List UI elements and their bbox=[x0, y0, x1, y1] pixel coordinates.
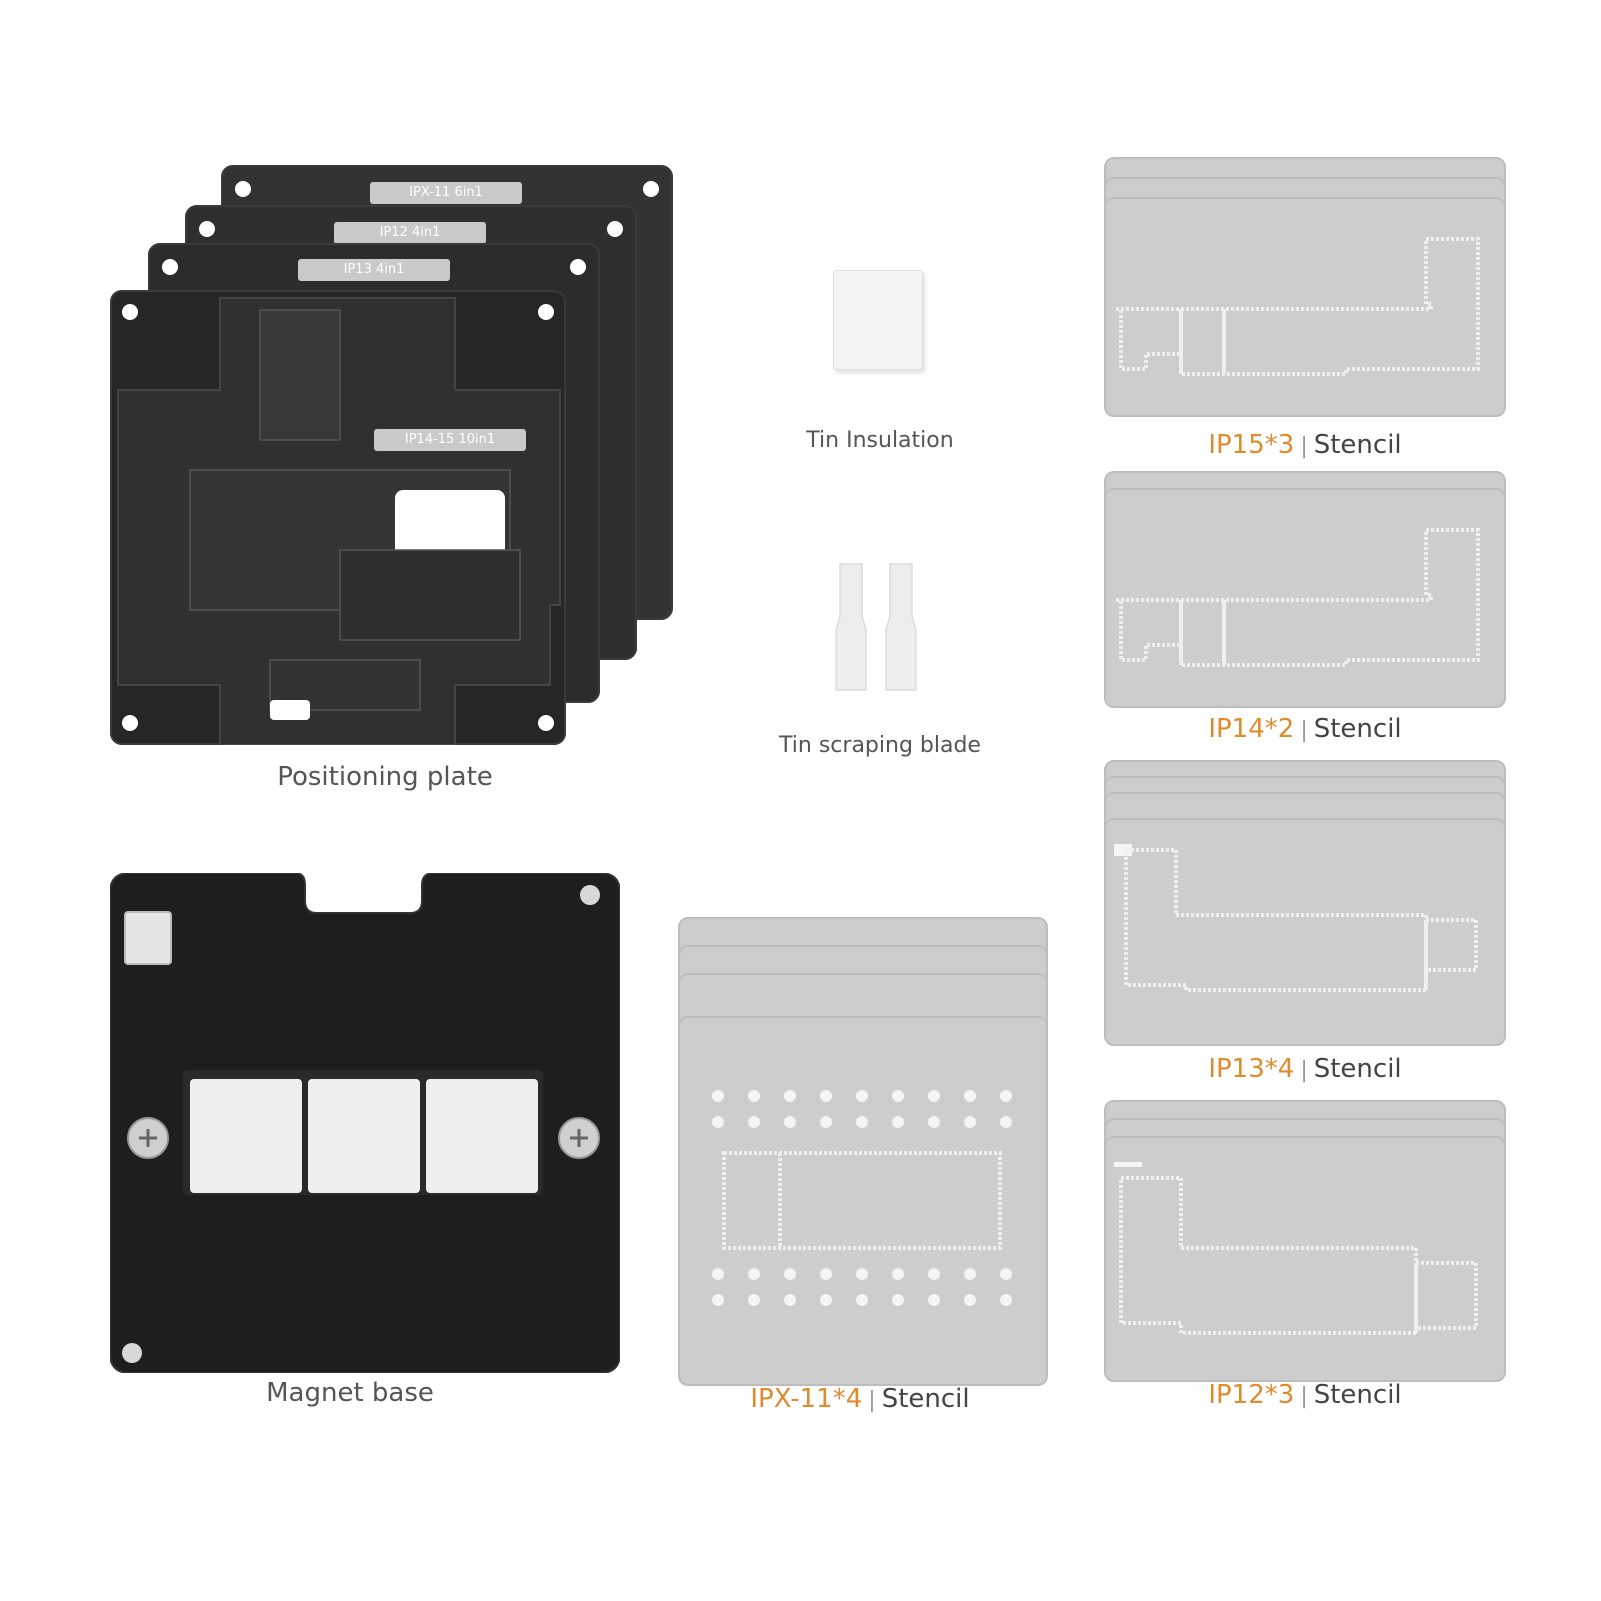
stencil-model: IPX-11*4 bbox=[750, 1384, 863, 1414]
magnet-base-caption: Magnet base bbox=[266, 1378, 434, 1408]
stencil-pattern bbox=[1114, 844, 1478, 992]
positioning-plate-caption: Positioning plate bbox=[277, 762, 493, 792]
plate-label-ip12: IP12 4in1 bbox=[334, 222, 486, 244]
stencil-separator: | bbox=[1300, 1384, 1308, 1409]
plate-hole bbox=[199, 221, 215, 237]
plate-hole bbox=[538, 715, 554, 731]
stencil-sheet bbox=[1104, 818, 1506, 1046]
stencil-label: Stencil bbox=[1313, 714, 1402, 744]
stencil-pattern bbox=[1116, 528, 1480, 667]
plate-hole bbox=[570, 259, 586, 275]
plate-label-ip13: IP13 4in1 bbox=[298, 259, 450, 281]
screw-icon bbox=[127, 1117, 169, 1159]
stencil-caption-ip13: IP13*4|Stencil bbox=[1145, 1054, 1465, 1084]
stencil-separator: | bbox=[868, 1388, 876, 1413]
tin-blade-caption: Tin scraping blade bbox=[779, 733, 981, 758]
stencil-caption-ip14: IP14*2|Stencil bbox=[1145, 714, 1465, 744]
screw-icon bbox=[558, 1117, 600, 1159]
stencil-caption-ip12: IP12*3|Stencil bbox=[1145, 1380, 1465, 1410]
plate-hole bbox=[607, 221, 623, 237]
plate-hole bbox=[162, 259, 178, 275]
stencil-label: Stencil bbox=[881, 1384, 970, 1414]
stencil-model: IP14*2 bbox=[1208, 714, 1295, 744]
stencil-separator: | bbox=[1300, 718, 1308, 743]
magnet-base bbox=[110, 873, 620, 1373]
plate-hole bbox=[122, 304, 138, 320]
stencil-pattern bbox=[712, 1090, 1012, 1306]
stencil-label: Stencil bbox=[1313, 1380, 1402, 1410]
stencil-model: IP15*3 bbox=[1208, 430, 1295, 460]
positioning-plate-ip14-15 bbox=[110, 290, 566, 745]
magnet-base-square-insert bbox=[124, 911, 172, 965]
magnet-block bbox=[308, 1079, 420, 1193]
stencil-sheet bbox=[1104, 197, 1506, 417]
stencil-model: IP12*3 bbox=[1208, 1380, 1295, 1410]
stencil-label: Stencil bbox=[1313, 430, 1402, 460]
stencil-separator: | bbox=[1300, 434, 1308, 459]
stencil-caption-ipx11: IPX-11*4|Stencil bbox=[700, 1384, 1020, 1414]
magnet-block bbox=[426, 1079, 538, 1193]
stencil-pattern bbox=[1114, 1162, 1478, 1335]
plate-cutout-pattern bbox=[117, 297, 561, 745]
plate-hole bbox=[122, 715, 138, 731]
stencil-sheet bbox=[1104, 488, 1506, 708]
stencil-pattern bbox=[1116, 237, 1480, 376]
stencil-caption-ip15: IP15*3|Stencil bbox=[1145, 430, 1465, 460]
stencil-separator: | bbox=[1300, 1058, 1308, 1083]
plate-label-ipx11: IPX-11 6in1 bbox=[370, 182, 522, 204]
plate-label-ip14-15: IP14-15 10in1 bbox=[374, 429, 526, 451]
tin-insulation-caption: Tin Insulation bbox=[806, 428, 954, 453]
plate-hole bbox=[643, 181, 659, 197]
stencil-label: Stencil bbox=[1313, 1054, 1402, 1084]
plate-hole bbox=[538, 304, 554, 320]
stencil-sheet bbox=[678, 1016, 1048, 1386]
plate-hole bbox=[235, 181, 251, 197]
magnet-block bbox=[190, 1079, 302, 1193]
stencil-model: IP13*4 bbox=[1208, 1054, 1295, 1084]
tin-insulation-pad bbox=[833, 270, 923, 370]
tin-scraping-blade bbox=[835, 563, 917, 691]
stencil-sheet bbox=[1104, 1136, 1506, 1382]
